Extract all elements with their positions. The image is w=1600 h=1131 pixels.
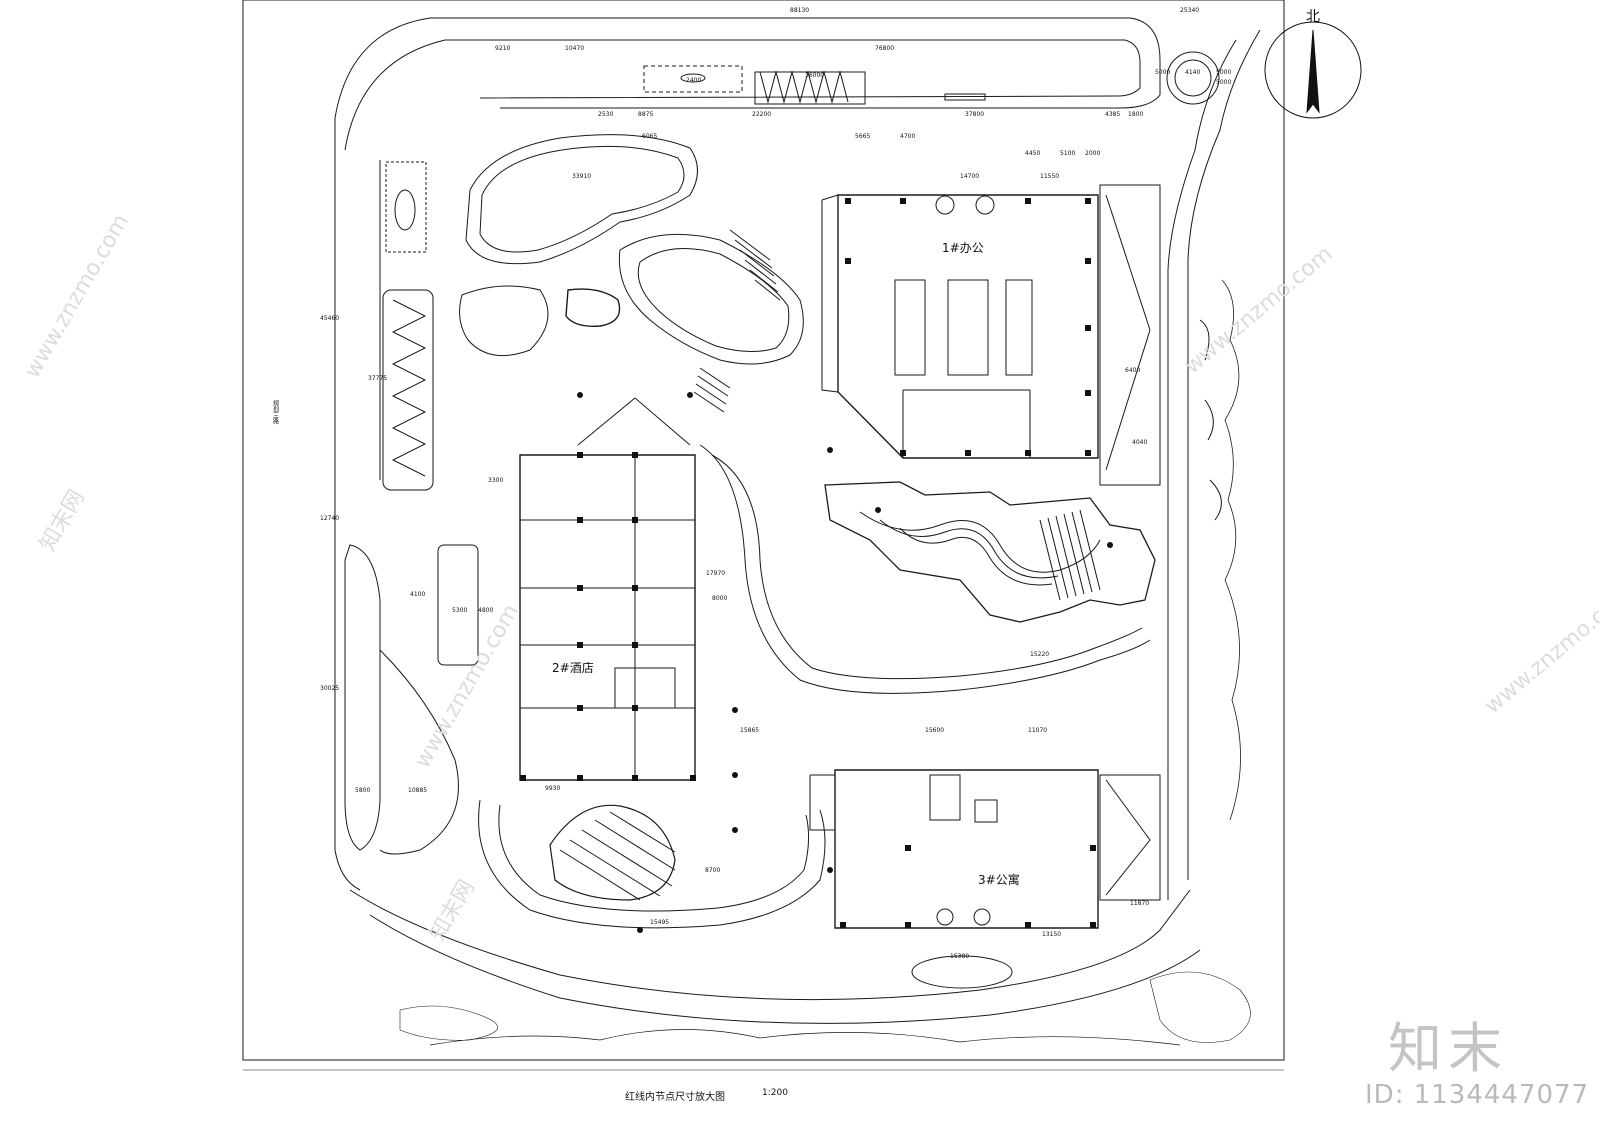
- dimension-label: 5000: [1155, 69, 1170, 76]
- south-deck: [549, 804, 676, 901]
- dimension-label: 1800: [1128, 111, 1143, 118]
- dimension-label: 4450: [1025, 150, 1040, 157]
- building-1-label: 1#办公: [942, 240, 984, 255]
- drawing-scale: 1:200: [762, 1088, 788, 1098]
- dimension-label: 6400: [1125, 367, 1140, 374]
- dimension-label: 15865: [740, 727, 759, 734]
- dimension-label: 4040: [1132, 439, 1147, 446]
- dimension-label: 10885: [408, 787, 427, 794]
- dimension-label: 88130: [790, 7, 809, 14]
- lake-amphitheater: [824, 481, 1156, 623]
- dimension-label: 4385: [1105, 111, 1120, 118]
- drawing-caption: 红线内节点尺寸放大图: [625, 1092, 725, 1103]
- parking-strip: [382, 289, 434, 491]
- pond-lawn-north: [465, 134, 698, 265]
- building-1-outline: [837, 194, 1099, 459]
- dimension-label: 45460: [320, 315, 339, 322]
- dimension-label: 5100: [1060, 150, 1075, 157]
- dimension-label: 25340: [1180, 7, 1199, 14]
- dimension-label: 5300: [452, 607, 467, 614]
- dimension-label: 3300: [488, 477, 503, 484]
- dimension-label: 15220: [1030, 651, 1049, 658]
- dimension-label: 11870: [1130, 900, 1149, 907]
- dimension-label: 11550: [1040, 173, 1059, 180]
- dimension-label: 37775: [368, 375, 387, 382]
- dimension-label: 16000: [805, 72, 824, 79]
- dimension-label: 15600: [925, 727, 944, 734]
- dimension-label: 5000: [1216, 69, 1231, 76]
- dimension-label: 15380: [950, 953, 969, 960]
- dimension-label: 6065: [642, 133, 657, 140]
- building-2-label: 2#酒店: [552, 661, 594, 675]
- dimension-label: 22200: [752, 111, 771, 118]
- dimension-label: 5000: [1216, 79, 1231, 86]
- dimension-label: 2530: [598, 111, 613, 118]
- dimension-label: 13150: [1042, 931, 1061, 938]
- dimension-label: 4800: [478, 607, 493, 614]
- drawing-frame: [242, 0, 1285, 1061]
- dimension-label: 5800: [355, 787, 370, 794]
- dimension-label: 4700: [900, 133, 915, 140]
- dimension-label: 10470: [565, 45, 584, 52]
- dimension-label: 14700: [960, 173, 979, 180]
- dimension-label: 17970: [706, 570, 725, 577]
- road-label: 规划三路: [272, 399, 279, 425]
- dimension-label: 9930: [545, 785, 560, 792]
- dimension-label: 8700: [705, 867, 720, 874]
- dimension-label: 2400: [686, 77, 701, 84]
- perimeter-road-outer: [334, 17, 1161, 119]
- bottom-road: [349, 889, 1191, 1001]
- dimension-label: 8000: [712, 595, 727, 602]
- dimension-label: 4100: [410, 591, 425, 598]
- dimension-label: 4140: [1185, 69, 1200, 76]
- north-arrow-icon: [1264, 21, 1362, 119]
- dimension-label: 33910: [572, 173, 591, 180]
- watermark-id: ID: 1134447077: [1365, 1080, 1590, 1110]
- dimension-label: 9210: [495, 45, 510, 52]
- dimension-label: 12740: [320, 515, 339, 522]
- building-3-outline: [834, 769, 1099, 929]
- building-3-label: 3#公寓: [978, 872, 1020, 887]
- watermark-logo: 知末: [1388, 1017, 1508, 1080]
- dimension-label: 15495: [650, 919, 669, 926]
- dimension-label: 11070: [1028, 727, 1047, 734]
- dimension-label: 8875: [638, 111, 653, 118]
- dimension-label: 76800: [875, 45, 894, 52]
- dimension-label: 37800: [965, 111, 984, 118]
- north-label: 北: [1306, 9, 1320, 25]
- dimension-label: 30025: [320, 685, 339, 692]
- dimension-label: 5665: [855, 133, 870, 140]
- dimension-label: 2000: [1085, 150, 1100, 157]
- building-2-outline: [519, 454, 696, 781]
